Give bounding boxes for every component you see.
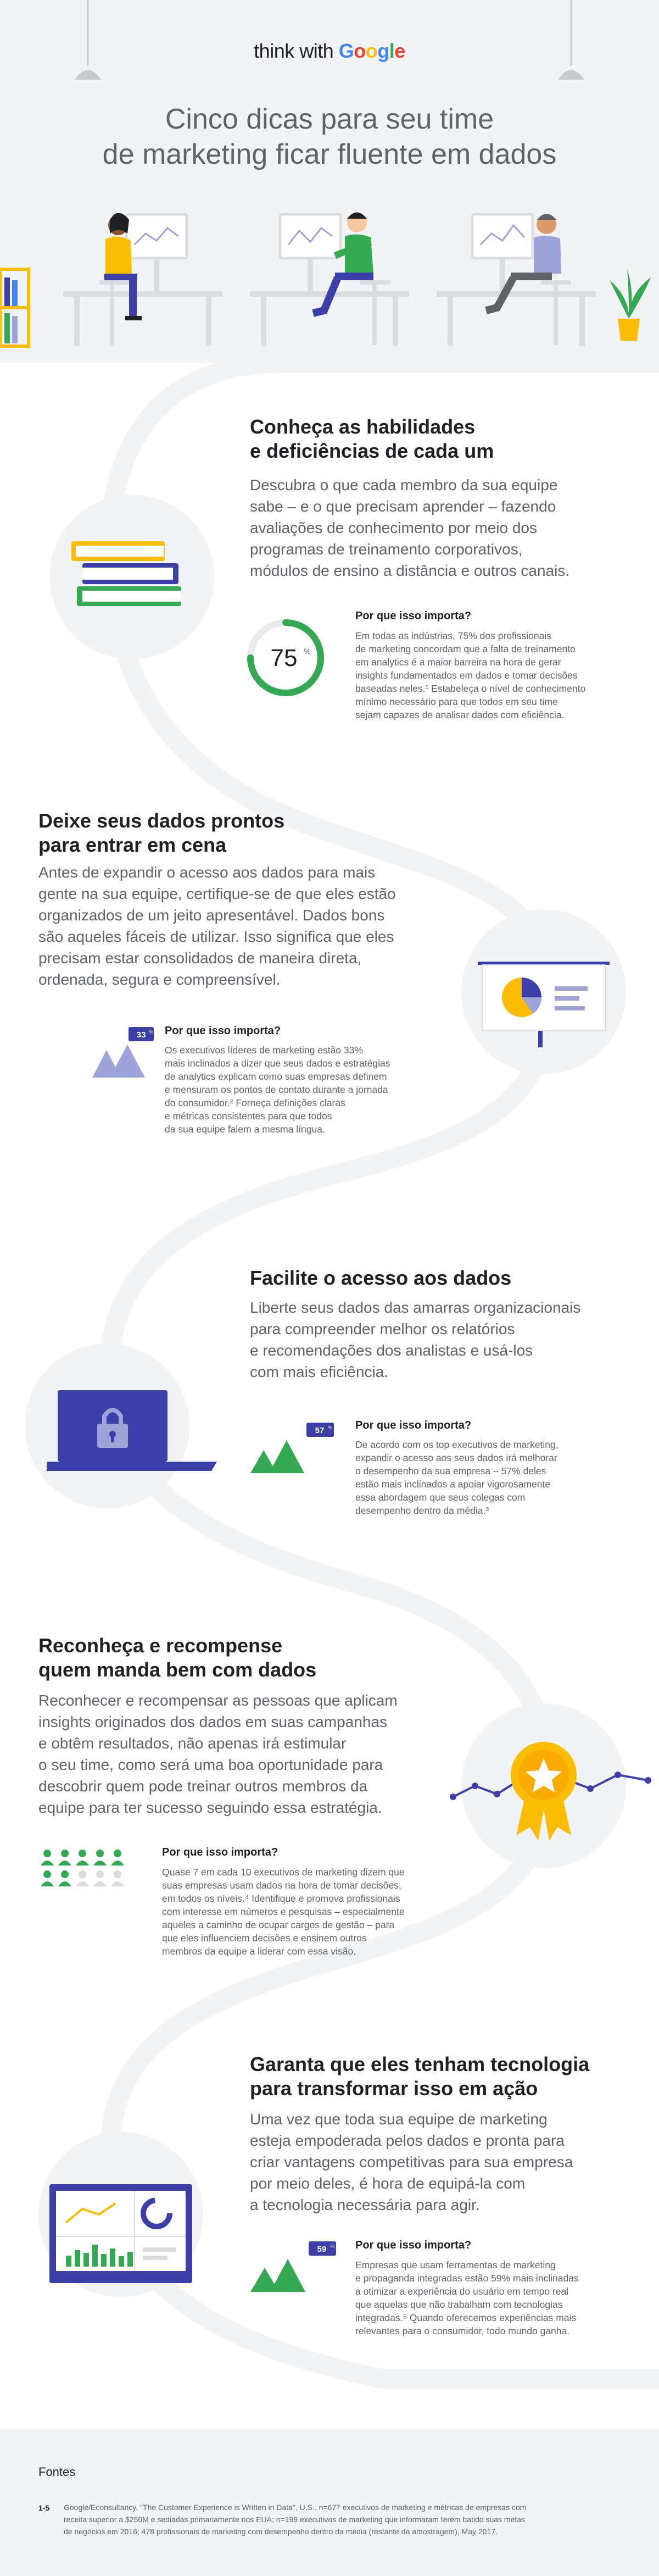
award-illustration (450, 1703, 651, 1868)
why-title: Por que isso importa? (162, 1846, 278, 1858)
office-illustration (0, 212, 651, 348)
laptop-illustration (25, 1343, 217, 1508)
person-icon (76, 1850, 89, 1866)
person-icon (111, 1870, 124, 1886)
hanging-lamps (75, 0, 584, 80)
lamp-icon (558, 70, 584, 80)
why-title: Por que isso importa? (165, 1025, 281, 1037)
why-body: Em todas as indústrias, 75% dos profissi… (355, 630, 586, 720)
section-1-body: Descubra o que cada membro da sua equipe… (250, 476, 570, 579)
section-2-body: Antes de expandir o acesso aos dados par… (38, 864, 396, 988)
stat-unit: % (149, 1030, 153, 1035)
section-5-body: Uma vez que toda sua equipe de marketing… (250, 2111, 573, 2213)
star-icon (526, 1758, 562, 1792)
section-4-title: Reconheça e recompense quem manda bem co… (38, 1634, 317, 1681)
section-1-title: Conheça as habilidades e deficiências de… (250, 415, 494, 462)
pie-chart-icon (502, 978, 542, 1017)
why-title: Por que isso importa? (355, 610, 472, 622)
section-3-title: Facilite o acesso aos dados (250, 1267, 512, 1289)
sources-number: 1-5 (38, 2503, 50, 2512)
why-title: Por que isso importa? (355, 1419, 472, 1431)
person-icon (41, 1870, 54, 1886)
section-3-body: Liberte seus dados das amarras organizac… (250, 1299, 581, 1380)
desk-icon (63, 213, 222, 346)
why-body: Empresas que usam ferramentas de marketi… (355, 2259, 579, 2336)
presentation-illustration (461, 909, 626, 1074)
plant-icon (610, 269, 651, 341)
section-2-title: Deixe seus dados prontos para entrar em … (38, 809, 285, 856)
stat-33-triangles: 33 % (92, 1027, 154, 1078)
why-body: Quase 7 em cada 10 executivos de marketi… (162, 1867, 405, 1957)
stat-75-donut: 75 % (247, 619, 324, 696)
desk-icon (250, 212, 409, 346)
line-chart-icon (65, 2202, 116, 2224)
medal-icon (511, 1742, 577, 1841)
sources-body: Google/Econsultancy, "The Customer Exper… (64, 2503, 527, 2536)
monitor-illustration (38, 2132, 203, 2297)
stat-value: 33 (137, 1030, 146, 1040)
stat-value: 75 (271, 645, 298, 671)
why-title: Por que isso importa? (355, 2239, 472, 2251)
section-4-body: Reconhecer e recompensar as pessoas que … (38, 1692, 398, 1816)
why-body: Os executivos líderes de marketing estão… (165, 1045, 390, 1135)
stat-unit: % (304, 647, 310, 656)
bookshelf-icon (0, 268, 30, 348)
person-icon (41, 1850, 54, 1866)
stat-unit: % (331, 2244, 334, 2249)
person-icon (76, 1870, 89, 1886)
stat-57-triangles: 57 % (250, 1423, 334, 1473)
stat-value: 57 (315, 1426, 325, 1435)
person-icon (93, 1850, 107, 1866)
person-icon (93, 1870, 107, 1886)
stat-59-triangles: 59 % (250, 2241, 336, 2292)
desk-icon (437, 213, 596, 346)
lamp-icon (75, 70, 101, 80)
sources-heading: Fontes (38, 2465, 76, 2479)
why-body: De acordo com os top executivos de marke… (355, 1439, 559, 1516)
person-icon (111, 1850, 124, 1866)
person-icon (58, 1870, 71, 1886)
footer (0, 2429, 659, 2576)
page-title: Cinco dicas para seu time de marketing f… (102, 103, 557, 170)
stat-unit: % (328, 1425, 332, 1430)
people-icons (41, 1850, 124, 1886)
think-with-google-logo[interactable]: think with Google (254, 40, 405, 62)
bar-chart-icon (66, 2245, 133, 2267)
stat-value: 59 (317, 2245, 327, 2254)
books-illustration (49, 495, 214, 659)
lock-icon (97, 1408, 128, 1448)
section-5-title: Garanta que eles tenham tecnologia para … (250, 2053, 590, 2100)
person-icon (58, 1850, 71, 1866)
